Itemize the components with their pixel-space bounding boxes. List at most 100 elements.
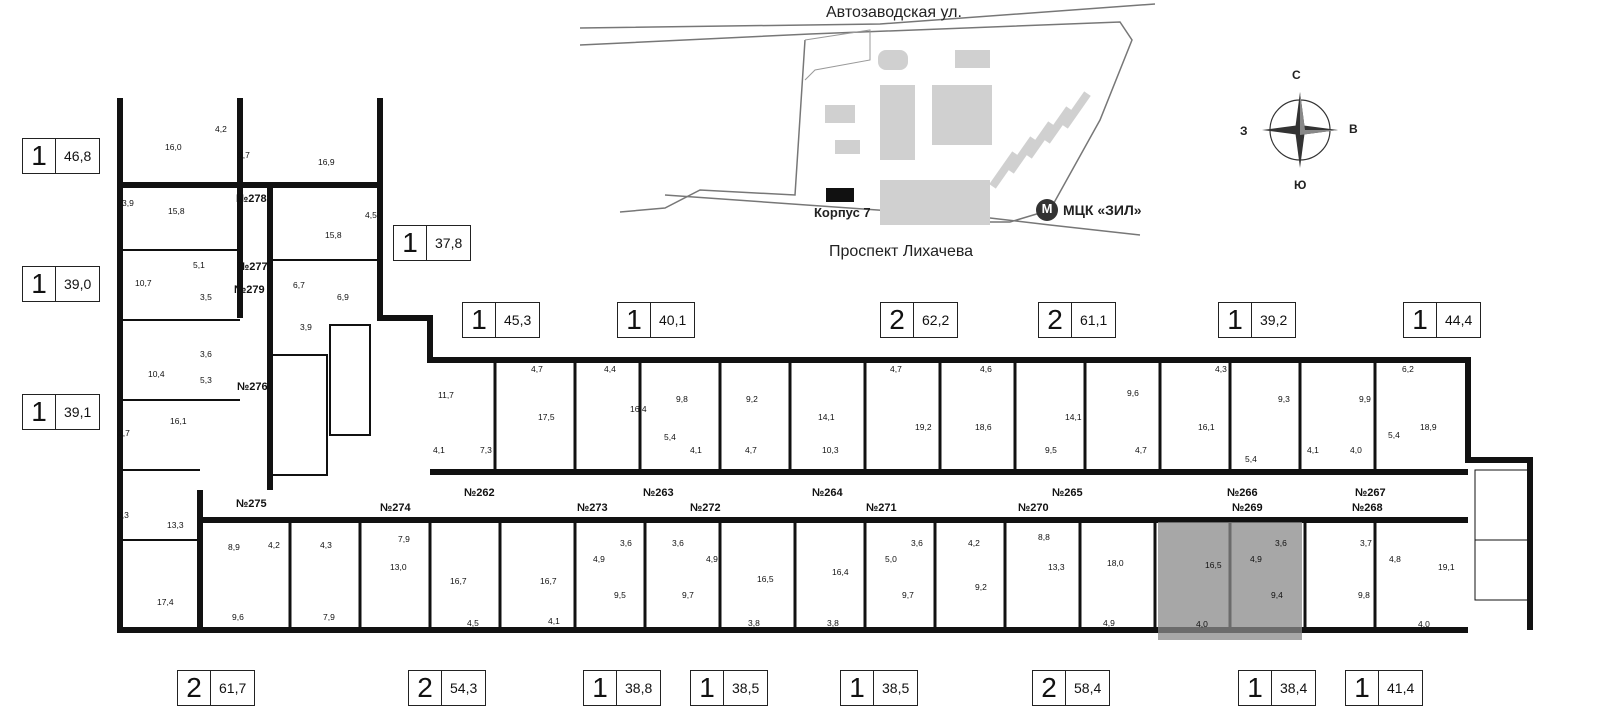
room-area-label: 4,3: [320, 540, 332, 550]
room-area-label: 16,1: [170, 416, 187, 426]
room-area-label: 4,3: [1215, 364, 1227, 374]
room-area-label: 4,1: [548, 616, 560, 626]
room-area-label: 10,7: [135, 278, 152, 288]
room-area-label: 8,9: [228, 542, 240, 552]
entrance-label: №272: [690, 502, 721, 514]
room-area-label: 13,0: [390, 562, 407, 572]
room-area-label: 16,4: [630, 404, 647, 414]
room-area-label: 3,9: [122, 198, 134, 208]
room-area-label: 16,7: [540, 576, 557, 586]
entrance-label: №266: [1227, 487, 1258, 499]
room-area-label: 9,6: [1127, 388, 1139, 398]
room-area-label: 9,4: [1271, 590, 1283, 600]
room-area-label: 7,9: [398, 534, 410, 544]
room-area-label: 9,5: [614, 590, 626, 600]
room-area-label: 9,8: [676, 394, 688, 404]
room-area-label: 5,3: [200, 375, 212, 385]
room-area-label: 7,9: [323, 612, 335, 622]
room-area-label: 18,6: [975, 422, 992, 432]
room-area-label: 9,9: [1359, 394, 1371, 404]
room-area-label: 5,1: [193, 260, 205, 270]
entrance-label: №278: [236, 193, 267, 205]
room-area-label: 15,8: [325, 230, 342, 240]
room-area-label: 14,1: [1065, 412, 1082, 422]
room-area-label: 3,6: [911, 538, 923, 548]
room-area-label: 9,6: [232, 612, 244, 622]
room-area-label: 3,7: [1360, 538, 1372, 548]
entrance-label: №274: [380, 502, 411, 514]
room-area-label: 11,7: [438, 390, 454, 400]
room-area-label: 4,1: [690, 445, 702, 455]
room-area-label: 16,5: [1205, 560, 1222, 570]
room-area-label: 4,9: [1250, 554, 1262, 564]
room-area-label: 3,8: [748, 618, 760, 628]
room-area-label: 3,6: [1275, 538, 1287, 548]
room-area-label: 14,1: [818, 412, 835, 422]
room-area-label: 18,9: [1420, 422, 1437, 432]
entrance-label: №275: [236, 498, 267, 510]
compass-rose-icon: [1262, 92, 1338, 168]
room-area-label: 9,7: [238, 150, 250, 160]
room-area-label: 15,8: [168, 206, 185, 216]
room-area-label: 4,2: [268, 540, 280, 550]
room-area-label: 17,4: [157, 597, 174, 607]
room-area-label: 9,8: [1358, 590, 1370, 600]
room-area-label: 4,7: [745, 445, 757, 455]
room-area-label: 4,0: [1196, 619, 1208, 629]
room-area-label: 16,7: [450, 576, 467, 586]
room-area-label: 6,9: [337, 292, 349, 302]
room-area-label: 4,2: [968, 538, 980, 548]
room-area-label: 4,6: [980, 364, 992, 374]
room-area-label: 9,5: [1045, 445, 1057, 455]
entrance-label: №265: [1052, 487, 1083, 499]
room-area-label: 9,7: [682, 590, 694, 600]
room-area-label: 3,8: [827, 618, 839, 628]
room-area-label: 3,6: [200, 349, 212, 359]
room-area-label: 19,1: [1438, 562, 1455, 572]
room-area-label: 16,0: [165, 142, 182, 152]
room-area-label: 18,0: [1107, 558, 1124, 568]
room-area-label: 16,5: [757, 574, 774, 584]
room-area-label: 5,4: [1245, 454, 1257, 464]
room-area-label: 3,9: [300, 322, 312, 332]
room-area-label: 4,7: [531, 364, 543, 374]
map-street-bottom: Проспект Лихачева: [829, 243, 974, 260]
entrance-label: №262: [464, 487, 495, 499]
entrance-label: №271: [866, 502, 897, 514]
room-area-label: 16,9: [318, 157, 335, 167]
map-building-label: Корпус 7: [814, 205, 871, 220]
entrance-label: №267: [1355, 487, 1386, 499]
room-area-label: 9,7: [902, 590, 914, 600]
room-area-label: 10,3: [822, 445, 839, 455]
room-area-label: 4,5: [365, 210, 377, 220]
entrance-label: №276: [237, 381, 268, 393]
room-area-label: 16,1: [1198, 422, 1215, 432]
room-area-label: 4,7: [890, 364, 902, 374]
room-area-label: 4,0: [1350, 445, 1362, 455]
room-area-label: 8,3: [117, 510, 129, 520]
compass-south: Ю: [1294, 178, 1307, 192]
map-metro-label: МЦК «ЗИЛ»: [1063, 202, 1142, 218]
room-area-label: 5,4: [664, 432, 676, 442]
room-area-label: 16,4: [832, 567, 849, 577]
entrance-label: №273: [577, 502, 608, 514]
room-area-label: 6,2: [1402, 364, 1414, 374]
room-area-label: 3,5: [200, 292, 212, 302]
room-area-label: 4,0: [1418, 619, 1430, 629]
entrance-label: №263: [643, 487, 674, 499]
room-area-label: 13,3: [1048, 562, 1065, 572]
